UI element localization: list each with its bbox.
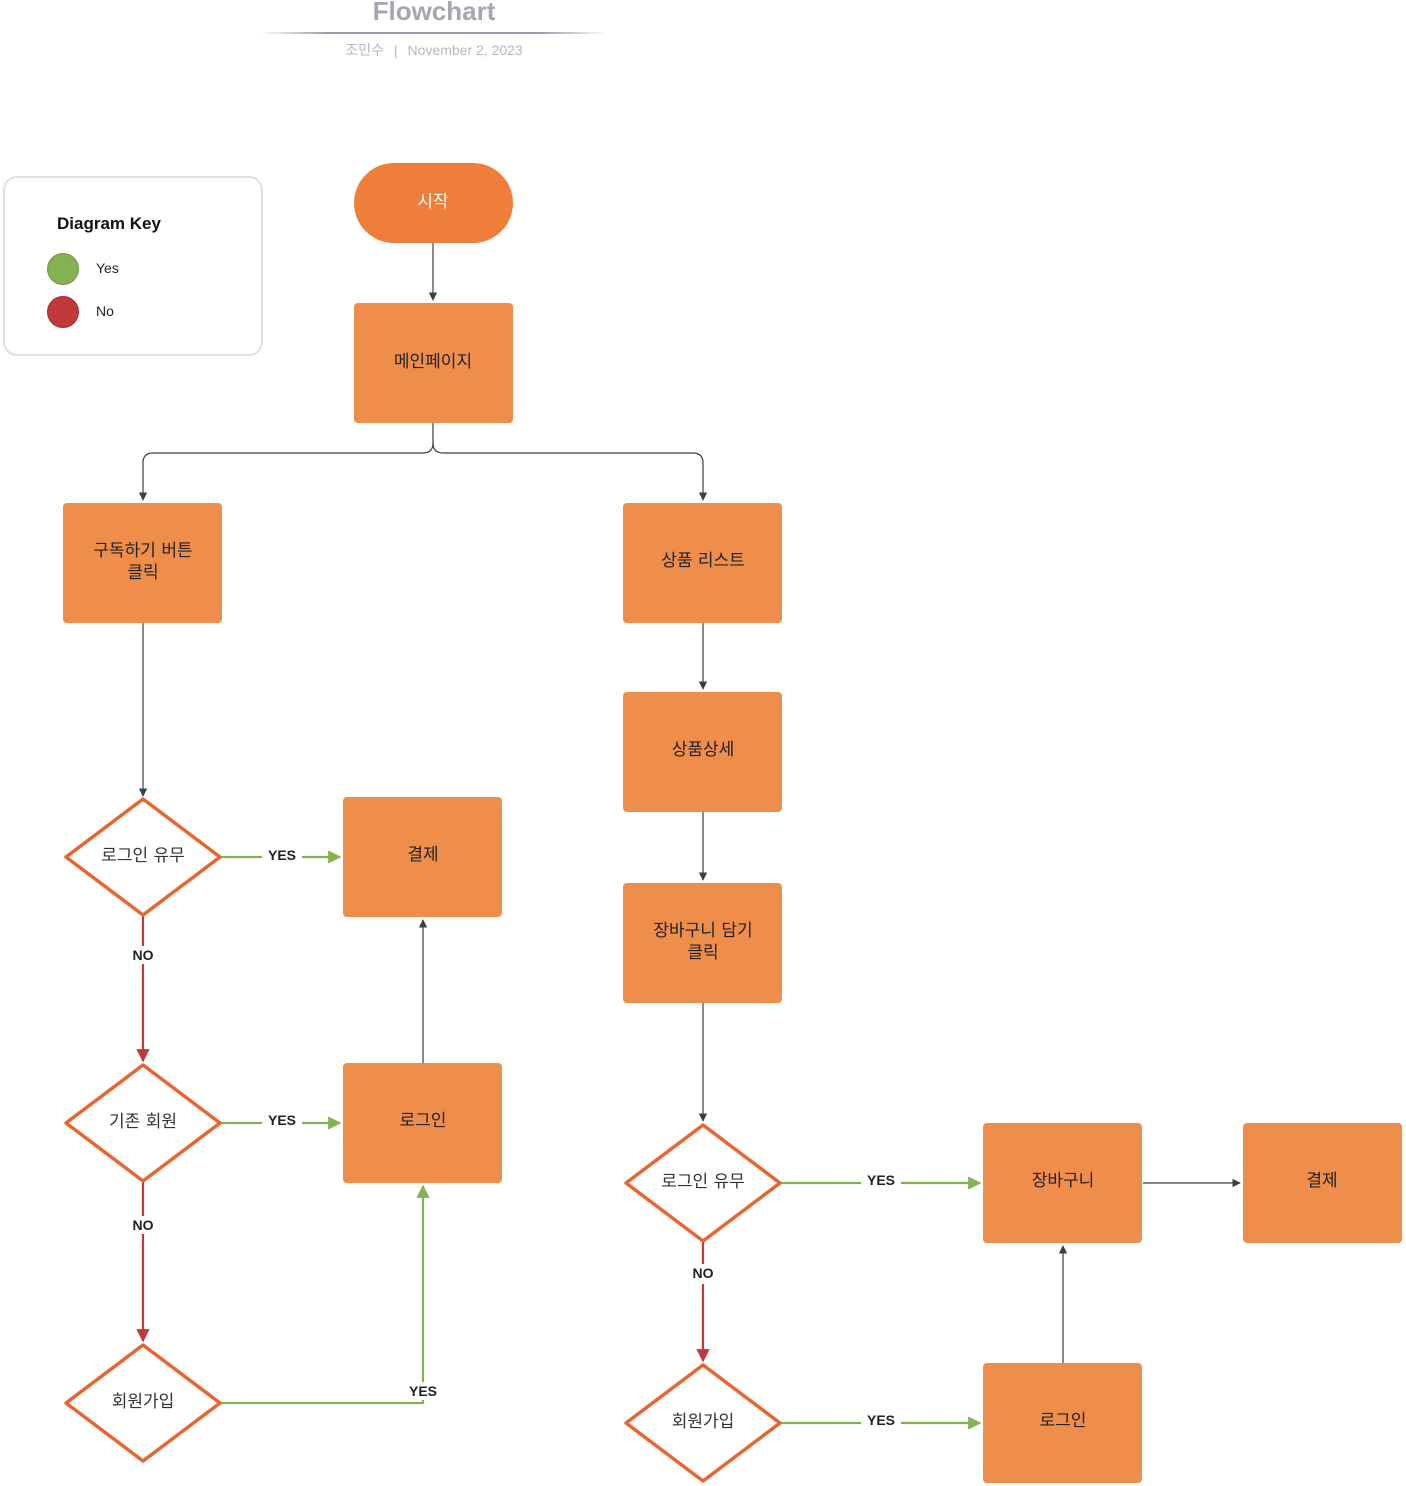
author-name: 조민수 [345,42,384,58]
right-login-node: 로그인 [983,1363,1142,1483]
edge-main-split-right [432,442,708,501]
subscribe-node: 구독하기 버튼 클릭 [63,503,222,623]
key-yes-label: Yes [96,260,119,276]
key-no-swatch [47,296,79,328]
left-signup-label: 회원가입 [112,1392,175,1412]
add-cart-label-line2: 클릭 [687,943,718,963]
start-node: 시작 [354,163,513,243]
cart-node: 장바구니 [983,1123,1142,1243]
edge-label-no: NO [693,1265,714,1281]
main-page-label: 메인페이지 [394,352,472,372]
subtitle-separator: | [393,42,398,58]
add-cart-label-line1: 장바구니 담기 [653,921,752,941]
subscribe-label-line2: 클릭 [127,563,158,583]
left-signup-decision: 회원가입 [64,1343,222,1463]
existing-member-label: 기존 회원 [109,1112,177,1132]
subscribe-label-line1: 구독하기 버튼 [93,541,192,561]
right-login-label: 로그인 [1040,1411,1087,1431]
product-detail-label: 상품상세 [672,740,735,760]
edge-main-split-left [138,423,434,501]
diagram-key-title: Diagram Key [57,214,161,233]
existing-member-decision: 기존 회원 [64,1063,222,1183]
left-payment-label: 결제 [407,845,438,865]
left-login-node: 로그인 [343,1063,502,1183]
edge-label-no: NO [133,947,154,963]
page-title: Flowchart [372,0,496,26]
key-yes-swatch [47,253,79,285]
title-divider [260,32,608,34]
left-login-check-decision: 로그인 유무 [64,797,222,917]
document-date: November 2, 2023 [407,42,523,58]
main-page-node: 메인페이지 [354,303,513,423]
edge-label-yes: YES [268,1112,296,1128]
right-signup-label: 회원가입 [672,1412,735,1432]
diagram-key: Diagram Key Yes No [3,176,263,356]
left-login-check-label: 로그인 유무 [101,846,185,866]
product-detail-node: 상품상세 [623,692,782,812]
left-payment-node: 결제 [343,797,502,917]
key-no-label: No [96,303,114,319]
add-cart-node: 장바구니 담기 클릭 [623,883,782,1003]
right-login-check-decision: 로그인 유무 [624,1123,782,1243]
right-login-check-label: 로그인 유무 [661,1172,745,1192]
product-list-node: 상품 리스트 [623,503,782,623]
product-list-label: 상품 리스트 [661,551,745,571]
edge-yes-signup-to-login [221,1184,430,1405]
start-node-label: 시작 [417,192,449,212]
edge-label-yes: YES [867,1172,895,1188]
edge-label-no: NO [133,1217,154,1233]
page-subtitle: 조민수 | November 2, 2023 [260,40,608,60]
right-payment-node: 결제 [1243,1123,1402,1243]
right-payment-label: 결제 [1306,1171,1337,1191]
edge-label-yes: YES [409,1383,437,1399]
edge-label-yes: YES [268,847,296,863]
edge-label-yes: YES [867,1412,895,1428]
left-login-label: 로그인 [400,1111,447,1131]
right-signup-decision: 회원가입 [624,1363,782,1483]
cart-label: 장바구니 [1032,1171,1095,1191]
